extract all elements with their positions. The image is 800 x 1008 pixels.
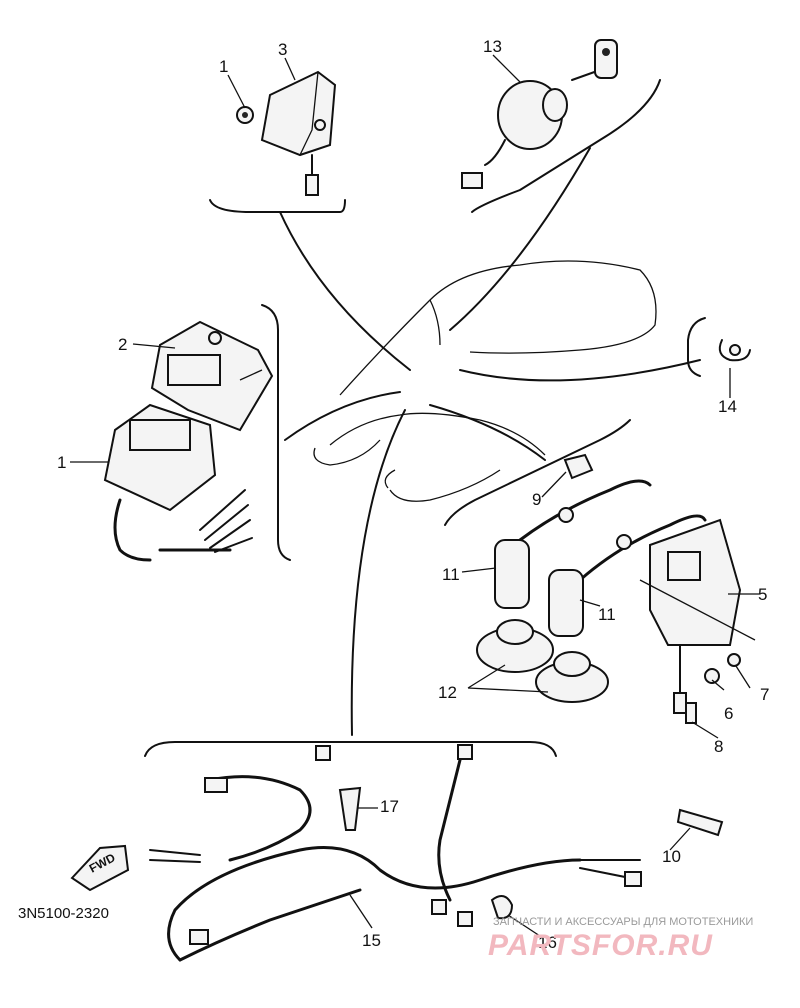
part-rectifier-unit [150, 320, 274, 432]
callout-7: 7 [760, 685, 769, 704]
line-switch-to-frame [449, 147, 591, 331]
callout-5: 5 [758, 585, 767, 604]
bracket-harness [144, 741, 557, 757]
callout-9: 9 [532, 490, 541, 509]
callout-14: 14 [718, 397, 737, 416]
callout-3: 3 [278, 40, 287, 59]
forward-arrow: FWD [70, 844, 130, 892]
line-harness-to-frame [350, 409, 406, 736]
diagram-code: 3N5100-2320 [18, 905, 109, 922]
bracket-top-right [471, 79, 661, 213]
part-clip [718, 339, 751, 362]
callout-12: 12 [438, 683, 457, 702]
part-bolt [236, 106, 254, 124]
part-band [676, 808, 724, 837]
part-wire-harness [149, 744, 642, 962]
line-horn-to-frame [459, 359, 701, 382]
part-cap [563, 453, 594, 480]
part-boots [476, 619, 609, 703]
callout-13: 13 [483, 37, 502, 56]
line-coil-to-frame [429, 404, 546, 461]
callout-11-a: 11 [442, 565, 460, 584]
callout-15: 15 [362, 931, 381, 950]
callout-17: 17 [380, 797, 399, 816]
bracket-right [687, 317, 706, 377]
callouts: 1 3 13 2 1 5 6 7 8 9 11 11 12 14 17 10 1… [57, 37, 769, 952]
watermark: ЗАПЧАСТИ И АКСЕССУАРЫ ДЛЯ МОТОТЕХНИКИ PA… [488, 916, 753, 962]
part-ignitor-unit [103, 403, 253, 562]
callout-11-b: 11 [598, 605, 616, 624]
callout-1: 1 [57, 453, 66, 472]
watermark-tagline: ЗАПЧАСТИ И АКСЕССУАРЫ ДЛЯ МОТОТЕХНИКИ [493, 916, 753, 928]
callout-8: 8 [714, 737, 723, 756]
bracket-top [209, 199, 346, 213]
callout-16: 16 [538, 933, 557, 952]
line-cdi-to-frame [279, 211, 411, 371]
callout-6: 6 [724, 704, 733, 723]
callout-4: 1 [219, 57, 228, 76]
part-clamp [338, 786, 362, 831]
frame-outline [313, 260, 657, 502]
part-cdi-unit [260, 70, 337, 196]
part-harness-clamp [490, 895, 514, 920]
leader-lines [70, 54, 760, 939]
bracket-coil [444, 419, 631, 526]
callout-10: 10 [662, 847, 681, 866]
callout-2: 2 [118, 335, 127, 354]
part-main-switch [461, 39, 618, 189]
bracket-left [261, 304, 291, 561]
part-ignition-coil [639, 518, 756, 724]
line-unit-to-frame [284, 391, 401, 441]
part-plug-caps [494, 479, 707, 637]
watermark-logo: PARTSFOR.RU [488, 929, 713, 962]
